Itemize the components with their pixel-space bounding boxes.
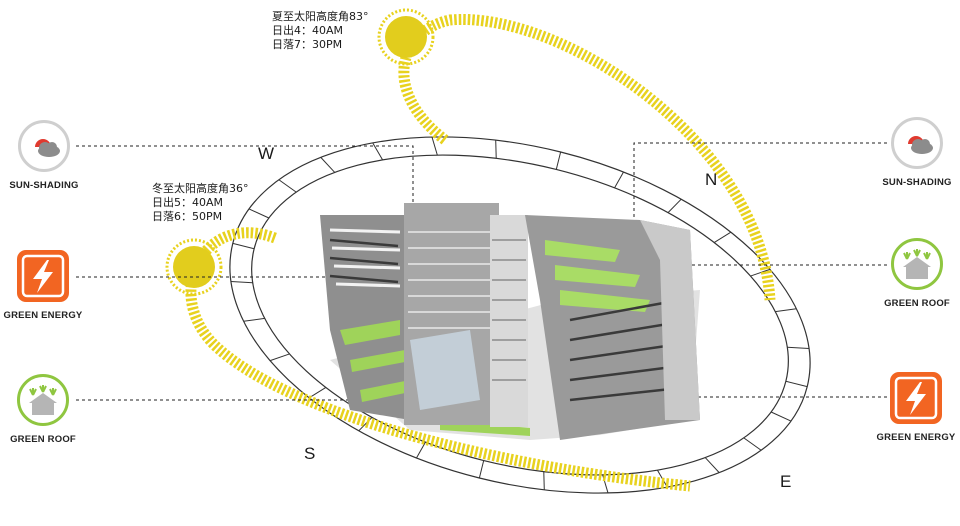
compass-tick <box>269 353 290 362</box>
sun-cloud-icon <box>18 120 70 172</box>
compass-tick <box>667 198 682 213</box>
green-energy-label: GREEN ENERGY <box>3 310 83 321</box>
left-green-roof-badge: GREEN ROOF <box>0 374 98 445</box>
compass-tick <box>320 157 336 173</box>
compass-tick <box>787 346 810 350</box>
compass-tick <box>770 411 792 422</box>
compass-tick <box>278 179 297 193</box>
summer-sunrise: 日出4：40AM <box>272 24 344 37</box>
right-green-energy-badge: GREEN ENERGY <box>861 372 960 443</box>
lightning-icon <box>890 372 942 424</box>
summer-sun-path <box>398 13 776 301</box>
summer-sunset: 日落7：30PM <box>272 38 343 51</box>
sun-cloud-icon <box>891 117 943 169</box>
winter-sunrise: 日出5：40AM <box>152 196 224 209</box>
compass-tick <box>555 151 562 170</box>
summer-sun-info: 夏至太阳高度角83° 日出4：40AM 日落7：30PM <box>272 10 369 52</box>
compass-tick <box>543 471 545 490</box>
right-sun-shading-badge: SUN-SHADING <box>862 117 960 188</box>
building-model <box>320 203 700 440</box>
compass-tick <box>750 268 771 277</box>
summer-sun-angle: 夏至太阳高度角83° <box>272 10 369 23</box>
compass-tick <box>416 441 426 459</box>
compass-tick <box>478 460 485 479</box>
winter-sunset: 日落6：50PM <box>152 210 223 223</box>
winter-sun-angle: 冬至太阳高度角36° <box>152 182 249 195</box>
sun-shading-label: SUN-SHADING <box>9 180 79 191</box>
compass-tick <box>704 457 720 473</box>
green-energy-label: GREEN ENERGY <box>876 432 956 443</box>
compass-tick <box>775 308 797 313</box>
compass-south: S <box>304 444 316 463</box>
left-sun-shading-badge: SUN-SHADING <box>0 120 99 191</box>
green-roof-house-icon <box>891 238 943 290</box>
winter-sun-path <box>185 227 691 492</box>
compass-tick <box>308 387 327 399</box>
compass-east: E <box>780 472 792 491</box>
compass-tick <box>713 231 732 243</box>
compass-tick <box>743 437 762 451</box>
green-roof-label: GREEN ROOF <box>884 298 950 309</box>
compass-tick <box>232 242 255 250</box>
winter-sun-info: 冬至太阳高度角36° 日出5：40AM 日落6：50PM <box>152 182 249 224</box>
compass-ring <box>229 136 811 494</box>
compass-north: N <box>705 170 718 189</box>
compass-west: W <box>258 144 275 163</box>
compass-tick <box>243 317 265 322</box>
compass-tick <box>614 171 624 189</box>
compass-tick <box>785 380 808 388</box>
compass-tick <box>495 140 497 159</box>
summer-sun <box>377 8 435 66</box>
sun-shading-label: SUN-SHADING <box>882 177 952 188</box>
compass-tick <box>248 208 270 219</box>
right-green-roof-badge: GREEN ROOF <box>862 238 960 309</box>
green-roof-label: GREEN ROOF <box>10 434 76 445</box>
compass-tick <box>372 142 384 161</box>
lightning-icon <box>17 250 69 302</box>
left-green-energy-badge: GREEN ENERGY <box>0 250 98 321</box>
compass-tick <box>230 280 253 284</box>
green-roof-house-icon <box>17 374 69 426</box>
compass-tick <box>431 136 438 156</box>
